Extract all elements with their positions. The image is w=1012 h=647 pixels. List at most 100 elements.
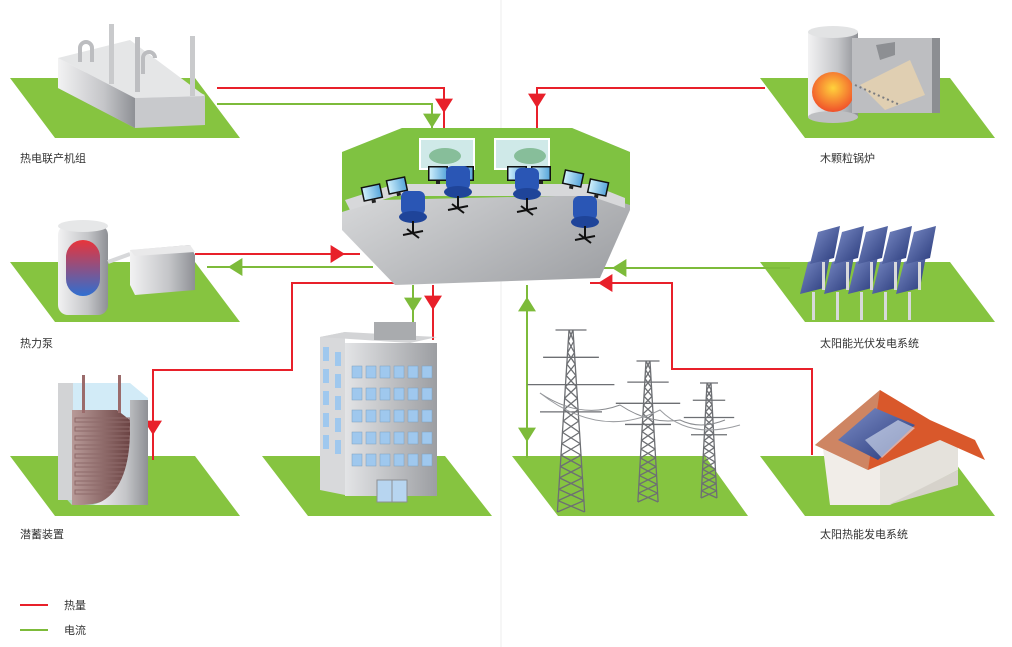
solar-panel-icon <box>800 226 936 320</box>
window <box>351 431 363 445</box>
window <box>393 431 405 445</box>
chair-base <box>406 228 420 239</box>
chair-base <box>520 205 534 216</box>
tower-brace <box>706 382 712 391</box>
tower-brace <box>705 404 713 413</box>
window <box>379 387 391 401</box>
tower-brace <box>638 474 657 485</box>
tower-brace <box>639 457 656 468</box>
power-tower-icon <box>527 329 741 513</box>
arrow-building-electricity <box>404 297 422 312</box>
tower-brace <box>562 420 580 433</box>
window <box>407 387 419 401</box>
monitor-stand <box>436 181 440 184</box>
panel-post <box>894 262 897 290</box>
panel-post <box>822 262 825 290</box>
monitor-screen <box>362 184 382 201</box>
monitor-stand <box>539 181 543 184</box>
panel-post <box>870 262 873 290</box>
monitor <box>360 183 384 204</box>
legend-electricity-line <box>20 629 48 631</box>
tower-brace <box>700 490 717 499</box>
tower-brace <box>643 378 652 388</box>
tower-brace <box>705 396 713 405</box>
window <box>393 365 405 379</box>
tower-brace <box>705 389 712 398</box>
tower-brace <box>638 483 658 494</box>
label-storage: 潜蓄装置 <box>20 528 64 541</box>
monitor-screen <box>429 167 447 180</box>
monitor-screen <box>563 170 583 187</box>
window <box>407 409 419 423</box>
tower-brace <box>566 352 575 365</box>
tower-brace <box>642 404 653 415</box>
building-windows <box>323 347 433 467</box>
panel-post <box>812 292 815 320</box>
chair-base <box>578 233 592 244</box>
chair-seat <box>513 188 541 200</box>
arrow-pellet-heat <box>528 93 546 108</box>
tower-brace <box>701 468 716 478</box>
window <box>365 453 377 467</box>
flow-chp-electricity <box>217 103 433 128</box>
window <box>379 409 391 423</box>
chp-plant-icon <box>58 24 205 128</box>
flow-storage-heat <box>152 282 400 460</box>
tower-brace <box>557 488 584 502</box>
tower-brace <box>637 492 658 503</box>
side-window <box>323 435 329 449</box>
chair-back <box>515 168 539 192</box>
solar-panel <box>858 226 888 264</box>
window <box>365 387 377 401</box>
tower-brace <box>559 454 582 468</box>
solar-panel <box>834 226 864 264</box>
side-window <box>335 374 341 388</box>
tower-brace <box>559 465 583 479</box>
arrow-chp-heat <box>435 98 453 113</box>
window <box>351 409 363 423</box>
window <box>393 453 405 467</box>
side-window <box>335 418 341 432</box>
tower-brace <box>560 443 581 456</box>
window <box>407 365 419 379</box>
solar-panel <box>810 226 840 264</box>
office-building-icon <box>320 322 437 503</box>
legend-electricity: 电流 <box>20 622 86 638</box>
tower-brace <box>557 500 585 513</box>
arrow-pv-electricity <box>612 259 627 277</box>
office-chair <box>399 191 427 239</box>
monitor-screen <box>387 177 407 194</box>
tower-brace <box>558 477 583 490</box>
label-chp: 热电联产机组 <box>20 152 86 165</box>
tower-brace <box>702 454 716 463</box>
monitor <box>428 166 448 184</box>
window <box>351 453 363 467</box>
window <box>421 365 433 379</box>
label-solar-thermal: 太阳热能发电系统 <box>820 528 908 541</box>
window <box>407 431 419 445</box>
tower-brace <box>640 439 655 450</box>
arrow-grid-down <box>518 427 536 442</box>
monitor <box>561 169 585 190</box>
side-window <box>335 352 341 366</box>
tower-brace <box>567 329 574 342</box>
tower-brace <box>701 483 717 492</box>
tower-brace <box>641 430 655 441</box>
control-room-icon <box>342 128 630 285</box>
arrow-storage-heat <box>144 420 162 435</box>
window <box>421 453 433 467</box>
power-tower <box>683 382 735 499</box>
heat-pump-icon <box>58 220 195 315</box>
tower-brace <box>563 397 578 411</box>
office-chair <box>513 168 541 216</box>
panel-post <box>908 292 911 320</box>
monitor <box>586 178 610 199</box>
pellet-boiler-icon <box>808 26 940 123</box>
panel-post <box>846 262 849 290</box>
window <box>379 453 391 467</box>
window <box>365 365 377 379</box>
arrow-heatpump-heat <box>330 245 345 263</box>
label-pv: 太阳能光伏发电系统 <box>820 337 919 350</box>
office-chairs <box>399 166 599 244</box>
